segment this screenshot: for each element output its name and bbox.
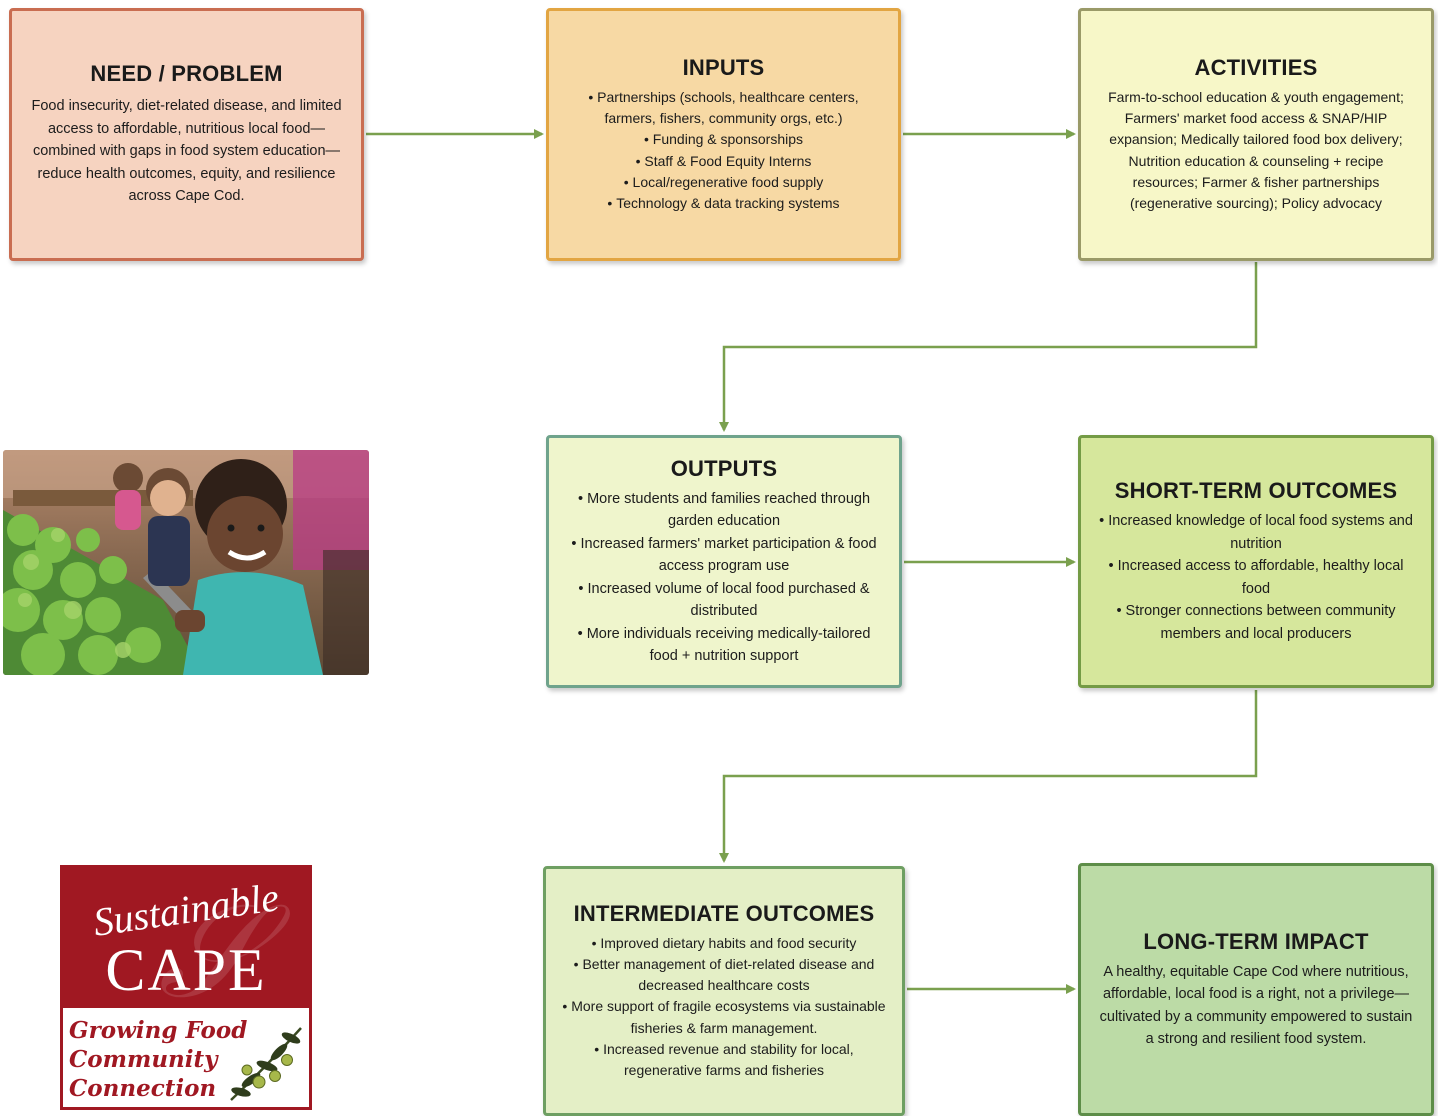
short-term-item: Stronger connections between community m…	[1095, 600, 1417, 645]
short-term-outcomes-list: Increased knowledge of local food system…	[1095, 510, 1417, 645]
outputs-title: OUTPUTS	[670, 455, 778, 481]
outputs-item: Increased volume of local food purchased…	[563, 578, 885, 623]
outputs-item: More individuals receiving medically-tai…	[563, 623, 885, 668]
logo-tagline-line: Growing Food	[69, 1017, 248, 1044]
activities-text: Farm-to-school education & youth engagem…	[1108, 88, 1404, 211]
arrow-short-term-to-intermediate	[719, 690, 1258, 863]
intermediate-item: Improved dietary habits and food securit…	[560, 933, 888, 954]
inputs-item: Technology & data tracking systems	[563, 193, 884, 214]
long-term-impact-text: A healthy, equitable Cape Cod where nutr…	[1099, 963, 1413, 1048]
logo-tagline-line: Connection	[69, 1075, 217, 1102]
short-term-item: Increased knowledge of local food system…	[1095, 510, 1417, 555]
logo-tagline-line: Community	[69, 1046, 218, 1073]
need-problem-title: NEED / PROBLEM	[90, 61, 283, 87]
inputs-box: INPUTS Partnerships (schools, healthcare…	[546, 8, 901, 261]
inputs-item: Staff & Food Equity Interns	[563, 151, 884, 172]
short-term-outcomes-box: SHORT-TERM OUTCOMES Increased knowledge …	[1078, 435, 1434, 688]
intermediate-item: More support of fragile ecosystems via s…	[560, 996, 888, 1038]
intermediate-item: Increased revenue and stability for loca…	[560, 1039, 888, 1081]
intermediate-outcomes-list: Improved dietary habits and food securit…	[560, 933, 888, 1081]
long-term-impact-title: LONG-TERM IMPACT	[1143, 928, 1369, 954]
outputs-item: More students and families reached throu…	[563, 488, 885, 533]
olive-branch-icon	[230, 1027, 302, 1101]
outputs-box: OUTPUTS More students and families reach…	[546, 435, 902, 688]
intermediate-outcomes-box: INTERMEDIATE OUTCOMES Improved dietary h…	[543, 866, 905, 1116]
inputs-item: Funding & sponsorships	[563, 129, 884, 150]
logo-wordmark-cape: CAPE	[105, 937, 267, 1003]
outputs-list: More students and families reached throu…	[563, 488, 885, 668]
inputs-item: Partnerships (schools, healthcare center…	[563, 87, 884, 129]
intermediate-item: Better management of diet-related diseas…	[560, 954, 888, 996]
sustainable-cape-logo: 𝒮 Sustainable CAPE Growing Food Communit…	[60, 865, 312, 1110]
activities-box: ACTIVITIES Farm-to-school education & yo…	[1078, 8, 1434, 261]
inputs-item: Local/regenerative food supply	[563, 172, 884, 193]
children-garden-photo	[3, 450, 369, 675]
need-problem-box: NEED / PROBLEM Food insecurity, diet-rel…	[9, 8, 364, 261]
inputs-title: INPUTS	[682, 54, 765, 80]
inputs-list: Partnerships (schools, healthcare center…	[563, 87, 884, 214]
need-problem-text: Food insecurity, diet-related disease, a…	[31, 98, 342, 205]
long-term-impact-box: LONG-TERM IMPACT A healthy, equitable Ca…	[1078, 863, 1434, 1116]
arrow-activities-to-outputs	[719, 262, 1258, 432]
short-term-item: Increased access to affordable, healthy …	[1095, 555, 1417, 600]
short-term-outcomes-title: SHORT-TERM OUTCOMES	[1114, 478, 1398, 503]
logo-banner: 𝒮 Sustainable CAPE	[63, 868, 309, 1008]
outputs-item: Increased farmers' market participation …	[563, 533, 885, 578]
intermediate-outcomes-title: INTERMEDIATE OUTCOMES	[573, 900, 875, 926]
activities-title: ACTIVITIES	[1194, 54, 1318, 80]
